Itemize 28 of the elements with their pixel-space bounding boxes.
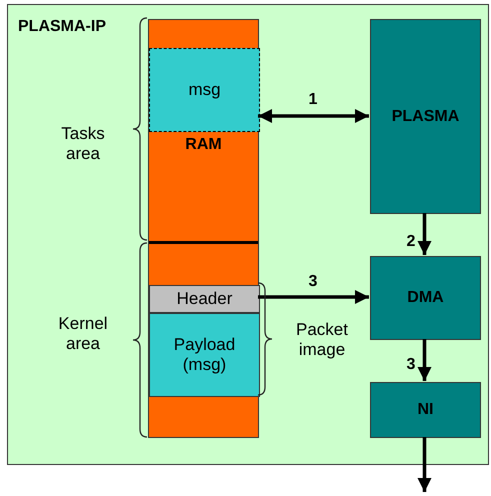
header-region	[149, 285, 260, 313]
ip-block-panel	[7, 4, 489, 465]
edge-label: 1	[308, 90, 318, 110]
memory-label: RAM	[184, 135, 223, 155]
unit-box	[370, 256, 481, 340]
block-title: PLASMA-IP	[18, 17, 106, 37]
arrow	[258, 109, 369, 123]
arrow	[258, 290, 369, 304]
edge-label: 2	[406, 232, 416, 252]
payload-region	[149, 313, 260, 397]
edge-label: 3	[308, 272, 318, 292]
message-region	[149, 48, 260, 132]
area-label: Tasks area	[60, 124, 106, 164]
region-label: Payload (msg)	[172, 335, 236, 375]
unit-box	[370, 382, 481, 438]
ram-column	[148, 19, 259, 438]
arrow	[418, 339, 432, 381]
region-label: Header	[176, 289, 232, 309]
arrow	[418, 437, 432, 492]
region-label: msg	[188, 80, 221, 100]
unit-label: PLASMA	[392, 106, 460, 126]
unit-box	[370, 19, 481, 214]
unit-label: NI	[418, 400, 434, 420]
area-label: Kernel area	[57, 314, 109, 354]
arrow	[418, 213, 432, 255]
unit-label: DMA	[407, 288, 444, 308]
area-label: Packet image	[295, 320, 349, 360]
edge-label: 3	[406, 355, 416, 375]
